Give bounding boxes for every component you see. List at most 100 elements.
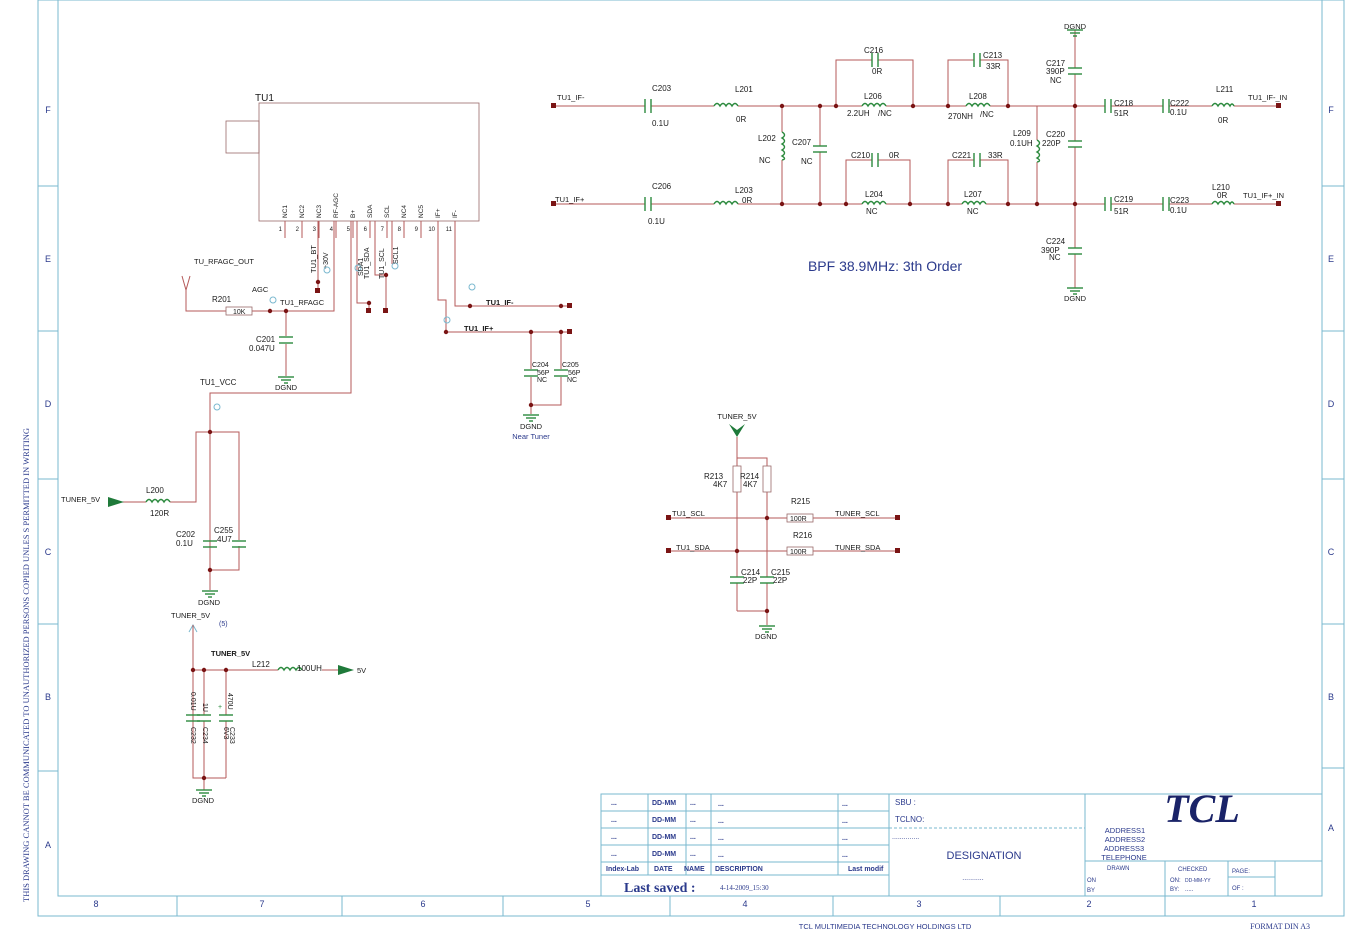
company-name: TCL MULTIMEDIA TECHNOLOGY HOLDINGS LTD [799, 922, 972, 931]
svg-text:120R: 120R [150, 509, 169, 518]
capacitor-c214: C214 22P [730, 568, 761, 585]
svg-text:C216: C216 [864, 46, 884, 55]
svg-text:R215: R215 [791, 497, 811, 506]
inductor-l204: L204 NC [861, 190, 887, 216]
svg-text:...: ... [718, 835, 724, 842]
bpf-wires [556, 30, 1278, 288]
svg-text:DATE: DATE [654, 866, 673, 873]
format-label: FORMAT DIN A3 [1250, 922, 1310, 931]
svg-text:DRAWN: DRAWN [1107, 866, 1129, 872]
svg-text:R214: R214 [740, 472, 760, 481]
col-label: 2 [1086, 899, 1091, 909]
capacitor-c213: C213 33R [973, 51, 1003, 71]
drawing-frame [37, 0, 1345, 917]
net-label: +30V [323, 252, 330, 269]
address-block: ADDRESS1 ADDRESS2 ADDRESS3 TELEPHONE [1101, 826, 1146, 862]
svg-text:DD-MM: DD-MM [652, 817, 676, 824]
svg-text:..............: .............. [892, 834, 919, 841]
svg-text:4U7: 4U7 [217, 535, 232, 544]
svg-text:100R: 100R [790, 549, 807, 556]
capacitor-c215: C215 22P [760, 568, 791, 585]
svg-text:270NH: 270NH [948, 112, 973, 121]
net-label: AGC [252, 285, 269, 294]
col-label: 1 [1251, 899, 1256, 909]
svg-text:1: 1 [279, 227, 283, 233]
testpoint-icon [354, 264, 362, 272]
svg-text:3: 3 [313, 227, 317, 233]
svg-text:390P: 390P [1041, 246, 1060, 255]
ground-icon [196, 789, 212, 797]
net-label: DGND [275, 383, 298, 392]
inductor-l200: L200 120R [145, 486, 171, 518]
svg-text:22P: 22P [743, 576, 757, 585]
svg-text:C219: C219 [1114, 195, 1134, 204]
pin-name: SDA [367, 204, 374, 218]
svg-text:33R: 33R [988, 151, 1003, 160]
inductor-l208: L208 270NH /NC [948, 92, 994, 121]
resistor-r213: R213 4K7 [704, 465, 742, 493]
svg-text:...: ... [842, 852, 848, 859]
svg-text:DD-MM: DD-MM [652, 834, 676, 841]
net-label: DGND [520, 422, 543, 431]
svg-text:C217: C217 [1046, 59, 1066, 68]
svg-text:100UH: 100UH [297, 664, 322, 673]
title-block-info: SBU : TCLNO: .............. DESIGNATION … [892, 798, 1022, 882]
svg-text:C204: C204 [532, 362, 549, 369]
row-label: F [45, 105, 51, 115]
net-label: DGND [192, 796, 215, 805]
testpoint-icon [323, 266, 331, 274]
svg-text:C221: C221 [952, 151, 972, 160]
svg-text:CHECKED: CHECKED [1178, 867, 1208, 873]
svg-text:L201: L201 [735, 85, 753, 94]
row-label: F [1328, 105, 1334, 115]
svg-text:...: ... [690, 817, 696, 824]
capacitor-c202: C202 0.1U [176, 530, 217, 548]
svg-text:NC: NC [567, 377, 577, 384]
svg-text:11: 11 [446, 227, 453, 233]
net-label: TUNER_5V [61, 495, 100, 504]
testpoint-icon [468, 283, 476, 291]
inductor-l211: L211 0R [1211, 85, 1235, 125]
capacitor-c205: C205 56P NC [554, 362, 581, 384]
inductor-l210: L210 0R [1211, 183, 1235, 206]
svg-text:51R: 51R [1114, 207, 1129, 216]
svg-text:C255: C255 [214, 526, 234, 535]
pin-name: NC4 [401, 205, 408, 218]
svg-text:C203: C203 [652, 84, 672, 93]
net-label: 5V [357, 666, 366, 675]
capacitor-c219: C219 51R [1104, 195, 1134, 216]
row-label: D [1328, 399, 1335, 409]
svg-text:ADDRESS2: ADDRESS2 [1105, 835, 1145, 844]
tuner-wires [185, 221, 570, 414]
net-label: TUNER_SCL [835, 509, 880, 518]
svg-text:Last modif: Last modif [848, 866, 884, 873]
row-label: B [45, 692, 51, 702]
inductor-l201: L201 0R [713, 85, 753, 124]
row-label: C [45, 547, 52, 557]
svg-text:ON:: ON: [1170, 878, 1181, 884]
svg-text:SBU :: SBU : [895, 798, 916, 807]
capacitor-c203: C203 0.1U [644, 84, 672, 128]
capacitor-c223: C223 0.1U [1162, 196, 1190, 215]
svg-text:NC: NC [537, 377, 547, 384]
svg-text:390P: 390P [1046, 67, 1065, 76]
inductor-l212: L212 100UH [252, 660, 322, 673]
svg-text:NC: NC [759, 156, 771, 165]
svg-text:9: 9 [415, 227, 419, 233]
i2c-wires [669, 437, 898, 625]
net-label: TU1_IF-_IN [1248, 93, 1287, 102]
svg-text:BY: BY [1087, 888, 1095, 894]
svg-text:Index-Lab: Index-Lab [606, 866, 639, 873]
svg-text:NC: NC [1050, 76, 1062, 85]
net-label: TU1_IF+_IN [1243, 191, 1284, 200]
svg-text:TCLNO:: TCLNO: [895, 815, 924, 824]
svg-text:4K7: 4K7 [743, 480, 758, 489]
net-label: TU1_IF- [486, 298, 514, 307]
net-label: TUNER_5V [171, 611, 210, 620]
net-label: DGND [1064, 22, 1087, 31]
pin-name: NC3 [316, 205, 323, 218]
svg-text:...: ... [611, 817, 617, 824]
net-label: TU1_SCL [379, 248, 386, 279]
col-label: 7 [259, 899, 264, 909]
